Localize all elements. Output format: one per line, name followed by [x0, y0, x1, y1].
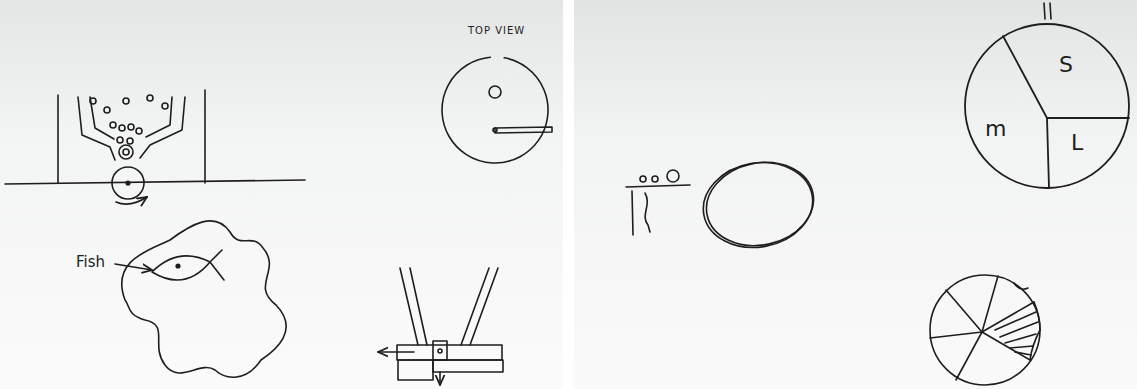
photo-right: [574, 0, 1137, 389]
sector-letter: m: [985, 118, 1006, 140]
tick-marks: [1044, 3, 1051, 19]
pie-sketch: [930, 275, 1040, 385]
sector-letter: L: [1071, 132, 1083, 154]
fish-leader: [115, 264, 152, 270]
hopper-sketch: [5, 90, 305, 204]
sector-circle: SmL: [963, 22, 1131, 190]
circle-border: [965, 24, 1129, 188]
ellipse-sketch: [697, 153, 822, 256]
sector-divider: [1003, 36, 1047, 118]
sector-divider: [1047, 117, 1129, 119]
view-heading: TOP VIEW: [468, 26, 525, 36]
top-view-sketch: [442, 57, 552, 163]
balls-sketch: [626, 170, 690, 235]
slider-mechanism: [378, 268, 503, 385]
fish-sketch: [115, 221, 286, 377]
sector-divider: [1047, 118, 1049, 188]
photo-left: [0, 0, 563, 389]
sector-letter: S: [1059, 54, 1073, 76]
circle-outline: [963, 22, 1131, 190]
part-label: Fish: [76, 255, 105, 270]
